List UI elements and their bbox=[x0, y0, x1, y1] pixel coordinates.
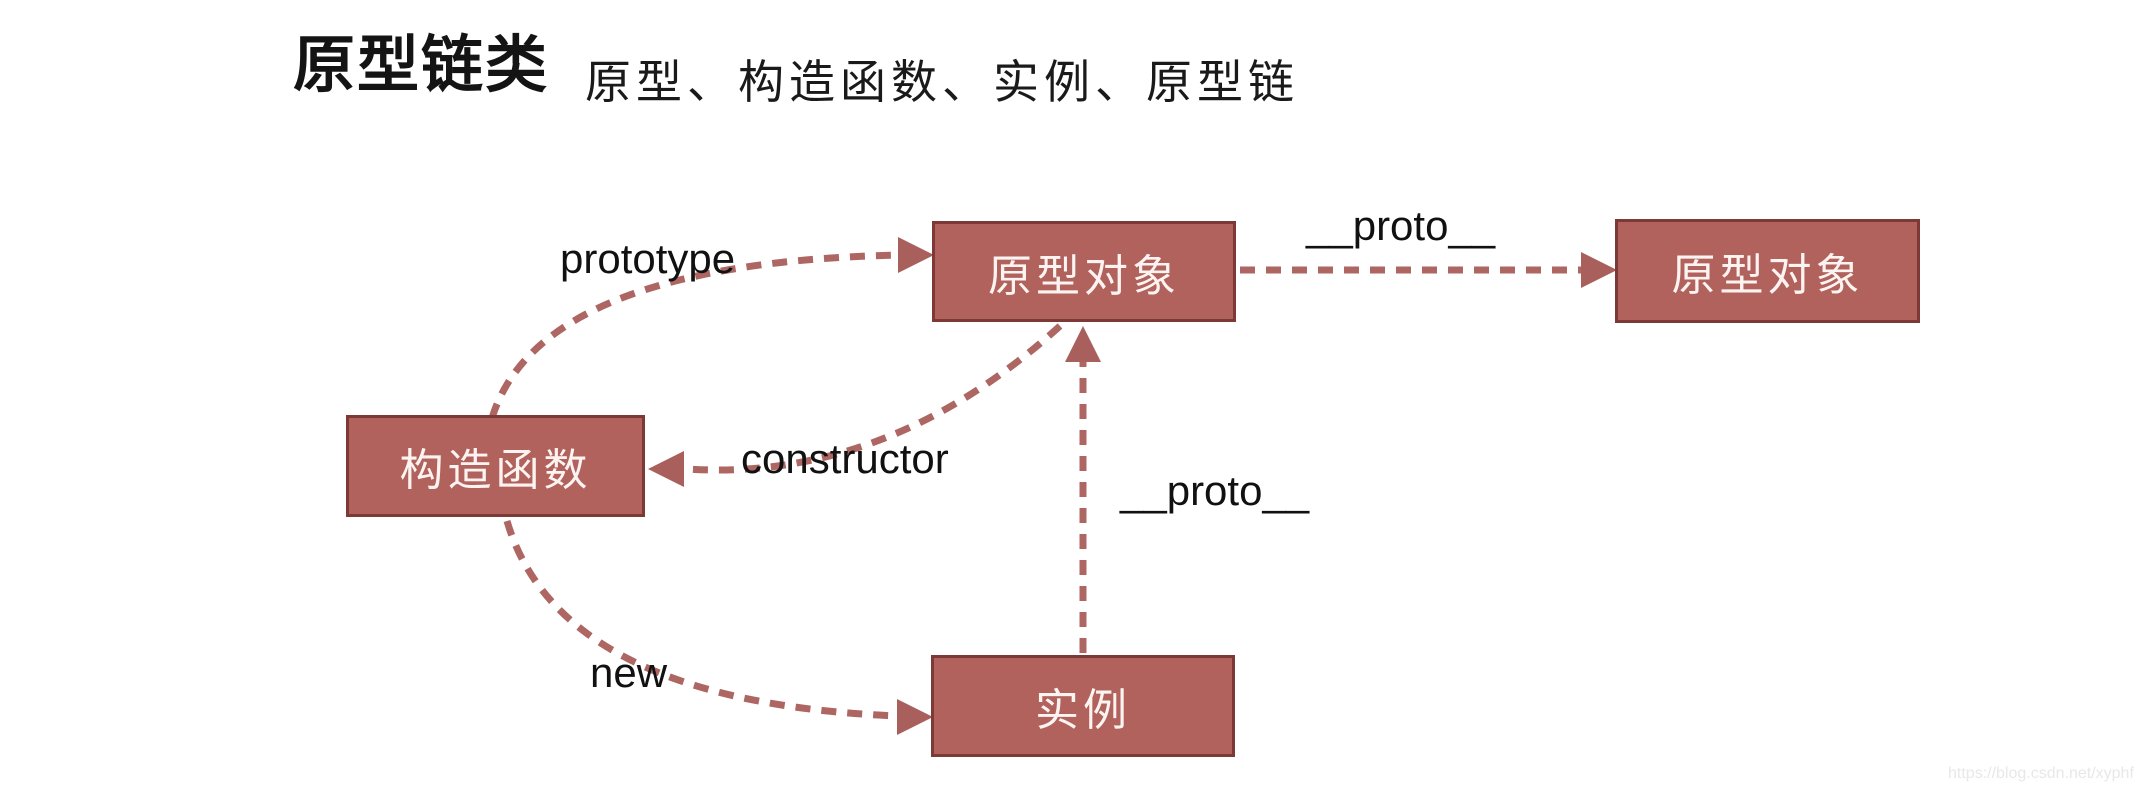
node-instance-label: 实例 bbox=[1035, 686, 1131, 735]
node-prototype-object-1-label: 原型对象 bbox=[988, 251, 1180, 301]
node-constructor-function-label: 构造函数 bbox=[399, 446, 592, 495]
page-subtitle: 原型、构造函数、实例、原型链 bbox=[585, 56, 1299, 108]
edge-label-proto-horizontal: __proto__ bbox=[1306, 202, 1496, 249]
edge-label-proto-vertical: __proto__ bbox=[1120, 467, 1310, 514]
proto-vertical-arrow bbox=[1065, 326, 1101, 653]
constructor-arrow bbox=[648, 323, 1063, 487]
node-prototype-object-1: 原型对象 bbox=[932, 221, 1236, 322]
node-prototype-object-2-label: 原型对象 bbox=[1671, 251, 1864, 300]
node-constructor-function: 构造函数 bbox=[346, 415, 645, 517]
page-title: 原型链类 bbox=[293, 31, 550, 100]
edge-label-constructor: constructor bbox=[741, 435, 949, 482]
prototype-arrow bbox=[488, 237, 934, 420]
watermark-url: https://blog.csdn.net/xyphf bbox=[1948, 765, 2134, 782]
edge-label-prototype: prototype bbox=[560, 235, 736, 282]
proto-horizontal-arrow bbox=[1240, 252, 1617, 288]
node-instance: 实例 bbox=[931, 655, 1235, 757]
node-prototype-object-2: 原型对象 bbox=[1615, 219, 1920, 323]
new-arrow bbox=[503, 520, 933, 735]
edge-label-new: new bbox=[590, 649, 668, 696]
